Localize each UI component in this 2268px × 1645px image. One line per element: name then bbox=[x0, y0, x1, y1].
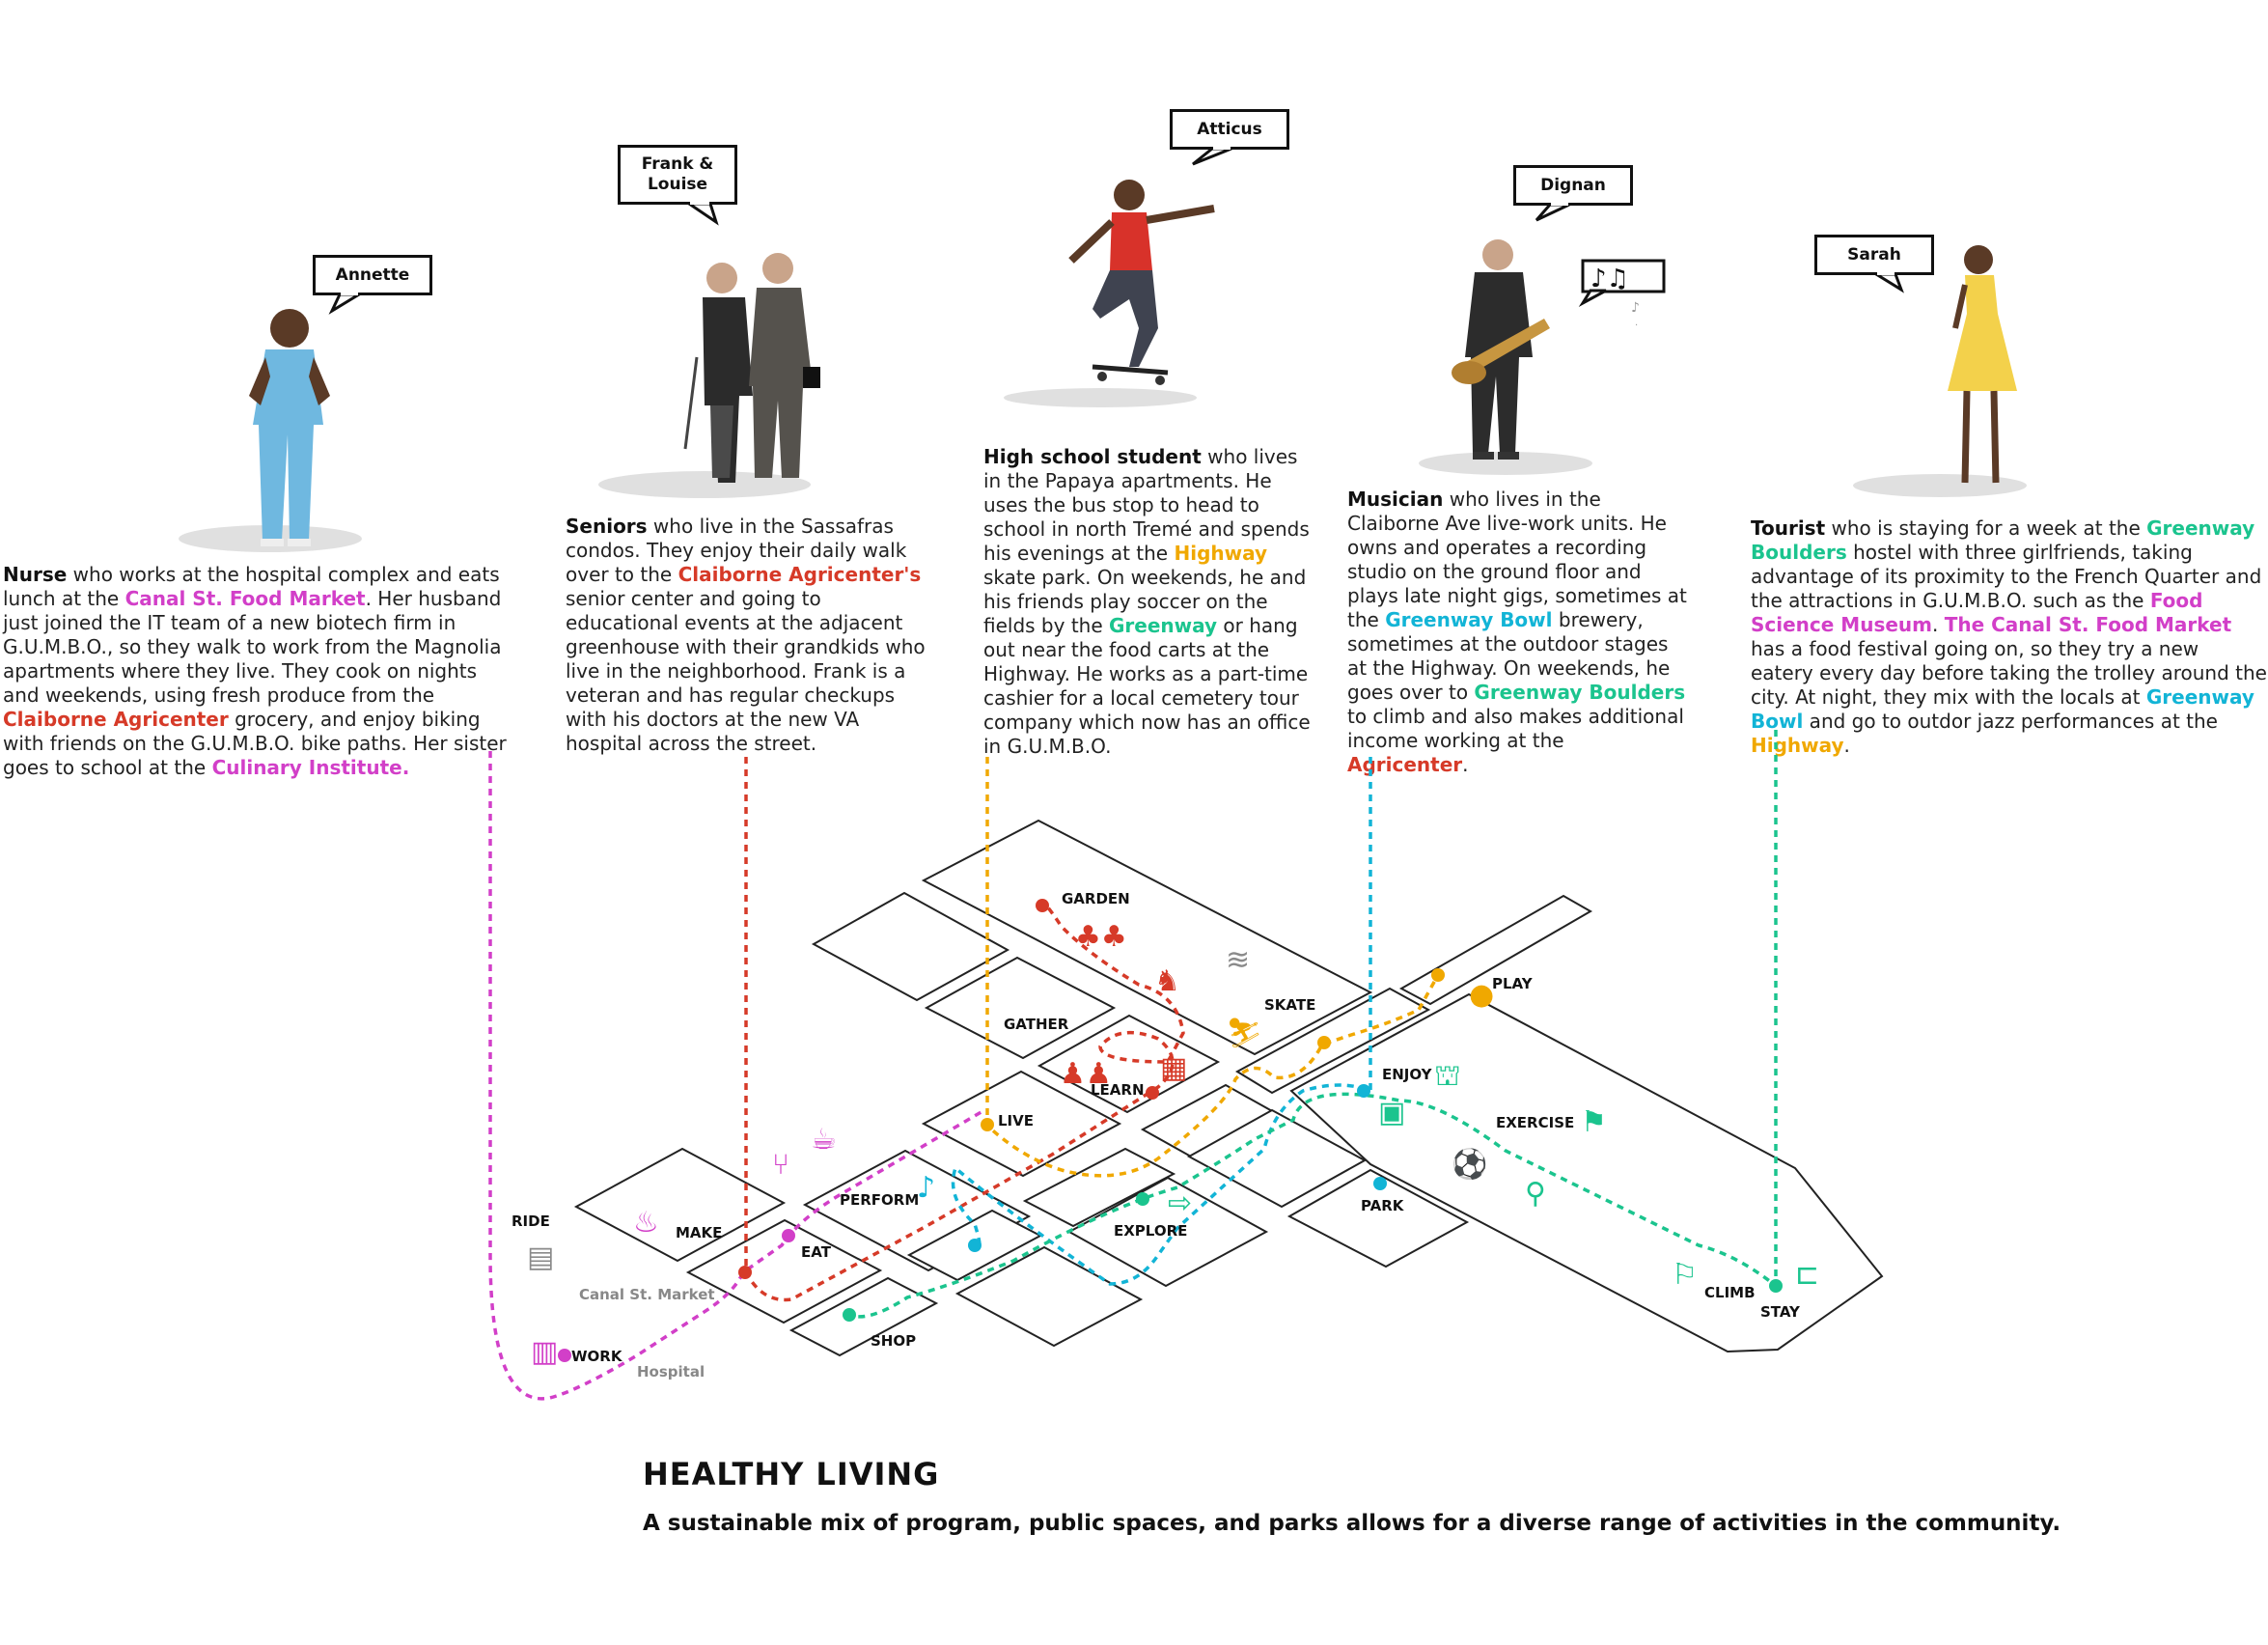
label-stay: STAY bbox=[1760, 1303, 1801, 1321]
soccer-icon: ⚽ bbox=[1451, 1147, 1487, 1182]
utensils-icon: ⑂ bbox=[772, 1148, 789, 1182]
path-yellow bbox=[985, 757, 1440, 1178]
block-explore bbox=[1066, 1176, 1269, 1288]
nurse-figure bbox=[179, 309, 362, 552]
stage-icon: ⛫ bbox=[1434, 1059, 1461, 1093]
label-make: MAKE bbox=[676, 1224, 722, 1241]
label-explore: EXPLORE bbox=[1114, 1222, 1187, 1240]
place-highlight: Food Science Museum bbox=[1751, 589, 2203, 636]
signpost-icon: ⇨ bbox=[1168, 1186, 1192, 1220]
seniors-figure bbox=[598, 253, 820, 498]
place-highlight: Greenway Boulders bbox=[1474, 681, 1686, 704]
label-skate: SKATE bbox=[1264, 996, 1315, 1014]
name-label: Frank & Louise bbox=[641, 154, 714, 194]
label-play: PLAY bbox=[1492, 975, 1534, 992]
place-highlight: Culinary Institute. bbox=[211, 756, 410, 779]
role-label: Tourist bbox=[1751, 516, 1826, 540]
section-subtitle: A sustainable mix of program, public spa… bbox=[643, 1511, 2061, 1536]
block-make bbox=[573, 1147, 787, 1263]
dog-icon: ♞ bbox=[1154, 964, 1180, 998]
marsh-icon: ≋ bbox=[1226, 943, 1250, 977]
cup-icon: ▣ bbox=[1378, 1096, 1405, 1129]
place-highlight: The Canal St. Food Market bbox=[1944, 613, 2232, 636]
path-cyan bbox=[951, 757, 1372, 1286]
path-dots bbox=[558, 899, 1783, 1362]
bed-icon: ⊏ bbox=[1795, 1258, 1819, 1292]
skater-icon: ⛷ bbox=[1226, 1017, 1262, 1050]
label-ride: RIDE bbox=[512, 1213, 550, 1230]
tree-icon: ♣♣ bbox=[1075, 920, 1127, 954]
speech-bubble-annette: Annette bbox=[313, 255, 432, 295]
place-highlight: Canal St. Food Market bbox=[124, 587, 366, 610]
label-exercise: EXERCISE bbox=[1496, 1114, 1574, 1131]
label-park: PARK bbox=[1361, 1197, 1405, 1214]
place-highlight: Agricenter bbox=[1347, 753, 1463, 776]
place-highlight: Highway bbox=[1174, 542, 1268, 565]
atticus-description: High school student who lives in the Pap… bbox=[983, 445, 1311, 758]
label-eat: EAT bbox=[801, 1243, 832, 1261]
role-label: High school student bbox=[983, 445, 1202, 468]
people-icon: ♟♟ bbox=[1060, 1057, 1112, 1091]
blocks-icon: ▦ bbox=[1160, 1051, 1187, 1085]
label-live: LIVE bbox=[998, 1112, 1034, 1129]
role-label: Seniors bbox=[566, 515, 648, 538]
label-perform: PERFORM bbox=[840, 1191, 919, 1209]
musician-figure bbox=[1419, 239, 1592, 475]
section-title: HEALTHY LIVING bbox=[643, 1456, 940, 1492]
label-garden: GARDEN bbox=[1062, 890, 1130, 907]
block-garden bbox=[921, 819, 1373, 1056]
block-learn bbox=[1037, 1014, 1221, 1114]
skateboarder-figure bbox=[1004, 180, 1215, 407]
speech-bubble-dignan: Dignan bbox=[1513, 165, 1633, 206]
place-highlight: Claiborne Agricenter's bbox=[678, 563, 922, 586]
place-highlight: Greenway Bowl bbox=[1385, 608, 1553, 631]
annette-description: Nurse who works at the hospital complex … bbox=[3, 563, 507, 779]
label-hospital: Hospital bbox=[637, 1363, 705, 1380]
path-red bbox=[744, 757, 1185, 1302]
pot-icon: ♨ bbox=[633, 1206, 659, 1240]
block-nw bbox=[811, 891, 1010, 1002]
label-enjoy: ENJOY bbox=[1382, 1066, 1433, 1083]
bike-icon: ⚲ bbox=[1525, 1177, 1546, 1211]
climber-icon: ⚐ bbox=[1672, 1258, 1698, 1292]
speech-bubble-frank-louise: Frank & Louise bbox=[618, 145, 737, 205]
place-highlight: Claiborne Agricenter bbox=[3, 708, 229, 731]
place-highlight: Highway bbox=[1751, 734, 1844, 757]
name-label: Sarah bbox=[1847, 244, 1901, 265]
label-learn: LEARN bbox=[1091, 1081, 1145, 1099]
hospital-icon: ▥ bbox=[531, 1335, 558, 1369]
name-label: Annette bbox=[335, 265, 410, 285]
seniors-description: Seniors who live in the Sassafras condos… bbox=[566, 515, 926, 755]
block-greenway bbox=[1289, 992, 1884, 1353]
tourist-figure bbox=[1853, 245, 2027, 497]
label-work: WORK bbox=[571, 1348, 623, 1365]
label-gather: GATHER bbox=[1004, 1016, 1069, 1033]
block-highway bbox=[1235, 987, 1431, 1095]
block-park bbox=[1286, 1168, 1470, 1269]
runner-icon: ⚑ bbox=[1581, 1105, 1607, 1139]
place-highlight: Greenway Boulders bbox=[1751, 516, 2255, 564]
block-eat bbox=[685, 1218, 883, 1324]
role-label: Nurse bbox=[3, 563, 68, 586]
label-shop: SHOP bbox=[871, 1332, 916, 1350]
name-label: Atticus bbox=[1197, 119, 1262, 139]
coffee-icon: ☕ bbox=[811, 1123, 837, 1157]
sarah-description: Tourist who is staying for a week at the… bbox=[1751, 516, 2267, 757]
block-center bbox=[1186, 1108, 1368, 1209]
path-green bbox=[848, 730, 1778, 1319]
place-highlight: Greenway bbox=[1109, 614, 1218, 637]
block-shop2 bbox=[954, 1245, 1144, 1348]
dignan-description: Musician who lives in the Claiborne Ave … bbox=[1347, 488, 1687, 776]
path-pink bbox=[488, 751, 985, 1401]
paddle-icon: ● bbox=[1469, 978, 1494, 1012]
label-climb: CLIMB bbox=[1704, 1284, 1756, 1301]
label-canal-st-market: Canal St. Market bbox=[579, 1286, 715, 1303]
place-highlight: Greenway Bowl bbox=[1751, 685, 2254, 733]
role-label: Musician bbox=[1347, 488, 1444, 511]
trumpet-icon: ♪ bbox=[917, 1171, 935, 1205]
name-label: Dignan bbox=[1540, 175, 1606, 195]
block-play bbox=[1398, 894, 1593, 1006]
train-icon: ▤ bbox=[527, 1241, 554, 1274]
